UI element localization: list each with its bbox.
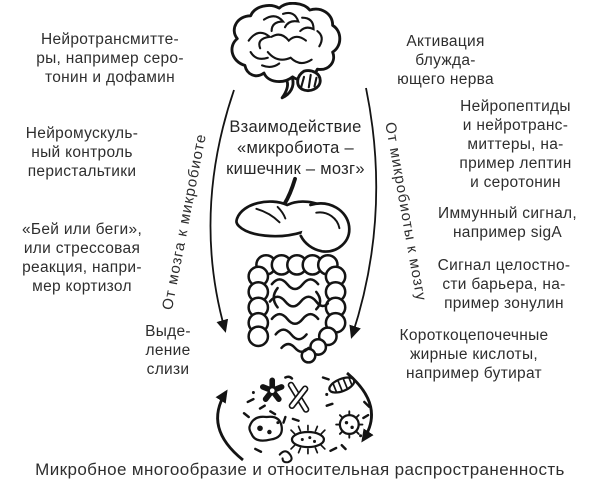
bottom-caption: Микробное многообразие и относительная р… xyxy=(35,460,565,479)
flow-label-brain-to-microbiota: От мозга к микробиоте xyxy=(159,132,210,312)
label-neuropeptides: Нейропептиды и нейротранс- миттеры, на- … xyxy=(459,98,572,191)
center-title: Взаимодействие «микробиота – кишечник – … xyxy=(226,118,365,178)
label-short-chain-fatty-acids: Короткоцепочечные жирные кислоты, наприм… xyxy=(399,327,549,382)
label-neuromuscular-control: Нейромускуль- ный контроль перистальтики xyxy=(25,125,139,180)
microbes-illustration xyxy=(234,370,380,464)
label-vagus-activation: Активация блужда- ющего нерва xyxy=(397,33,494,88)
brain-illustration xyxy=(222,2,346,104)
label-fight-or-flight: «Бей или беги», или стрессовая реакция, … xyxy=(21,221,143,295)
label-mucus-secretion: Выде- ление слизи xyxy=(145,323,191,378)
gut-illustration xyxy=(226,176,364,374)
label-immune-signal: Иммунный сигнал, например sigA xyxy=(438,205,577,241)
label-neurotransmitters: Нейротрансмитте- ры, например серо- тони… xyxy=(36,31,184,86)
label-barrier-integrity: Сигнал целостно- сти барьера, на- пример… xyxy=(437,257,571,312)
